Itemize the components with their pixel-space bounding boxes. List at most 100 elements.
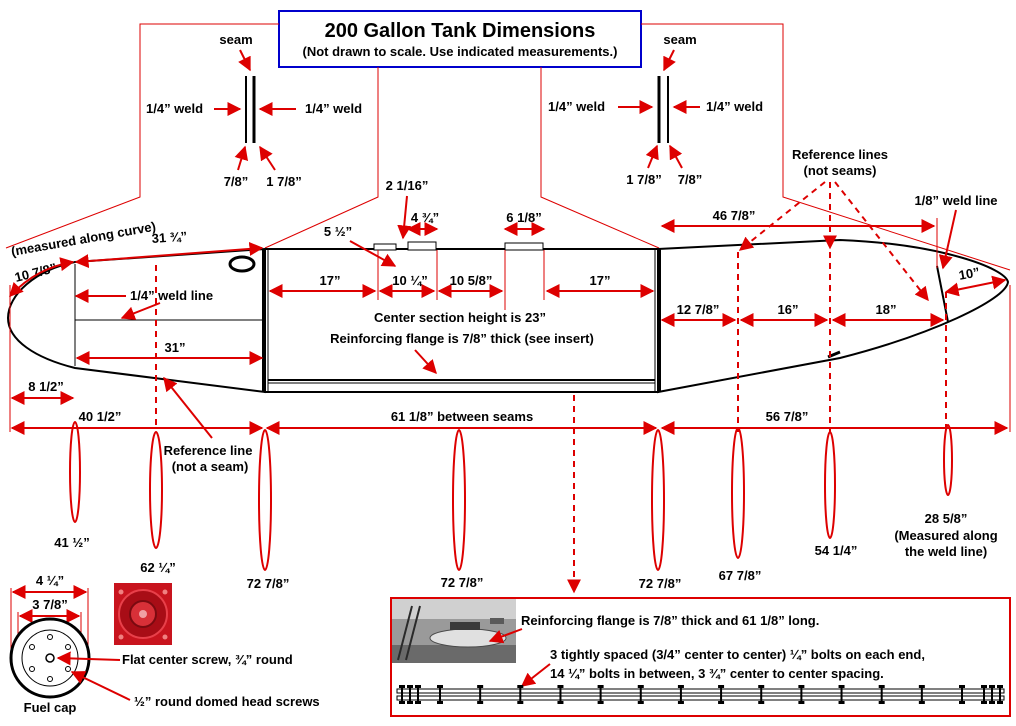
center-screw-note: Flat center screw, ¾” round xyxy=(122,652,293,667)
left-seam-label: seam xyxy=(219,32,252,47)
flange-bolt xyxy=(878,685,885,704)
ring-5 xyxy=(651,429,665,571)
flange-insert: Reinforcing flange is 7/8” thick and 61 … xyxy=(390,597,1011,717)
ring-8 xyxy=(943,424,953,496)
flange-bolt xyxy=(981,685,987,704)
insert-line-1: Reinforcing flange is 7/8” thick and 61 … xyxy=(521,613,819,628)
flange-bolt xyxy=(637,685,644,704)
flange-bolt xyxy=(399,685,405,704)
left-dim-a: 7/8” xyxy=(224,174,249,189)
flange-bolt xyxy=(959,685,965,704)
fitting-a: 2 1/16” xyxy=(386,178,429,193)
domed-screw-note: ½” round domed head screws xyxy=(134,694,320,709)
title-text: 200 Gallon Tank Dimensions xyxy=(325,20,596,42)
ring-1 xyxy=(69,421,81,523)
left-dim-b: 1 7/8” xyxy=(266,174,301,189)
ring-4 xyxy=(452,429,466,571)
fitting-c: 6 1/8” xyxy=(506,210,541,225)
flange-bolt xyxy=(758,685,765,704)
curve-length: 31 ¾” xyxy=(151,229,187,246)
cap-inner: 3 7/8” xyxy=(32,597,67,612)
flange-note: Reinforcing flange is 7/8” thick (see in… xyxy=(330,331,594,346)
right-seg-2: 16” xyxy=(778,302,799,317)
center-screw-icon xyxy=(45,653,55,663)
cap-outer: 4 ¼” xyxy=(36,573,64,588)
curve-note: (measured along curve) xyxy=(10,219,157,259)
ring-7 xyxy=(824,431,836,539)
flange-bolt xyxy=(407,685,413,704)
circ-4: 72 7/8” xyxy=(441,575,484,590)
center-section-dims: 2 1/16” 4 ¾” 6 1/8” 5 ½” 17” 10 ¼” 10 5/… xyxy=(265,178,658,594)
flange-bolt xyxy=(798,685,805,704)
right-dim-a: 1 7/8” xyxy=(626,172,661,187)
right-seam-label: seam xyxy=(663,32,696,47)
cap-label: Fuel cap xyxy=(24,700,77,715)
circ-7: 54 1/4” xyxy=(815,543,858,558)
flange-bolt xyxy=(997,685,1003,704)
right-top-len: 46 7/8” xyxy=(713,208,756,223)
fuel-cap-detail: 4 ¼” 3 7/8” Fuel cap Flat center screw, … xyxy=(9,573,320,715)
left-detail-box xyxy=(5,23,379,249)
circ-8: 28 5/8” xyxy=(925,511,968,526)
left-weld-line: 1/4” weld line xyxy=(130,288,213,303)
fitting-b: 4 ¾” xyxy=(411,210,439,225)
center-span-3: 10 5/8” xyxy=(450,273,493,288)
flange-bolt xyxy=(989,685,995,704)
nose-length: 8 1/2” xyxy=(28,379,63,394)
flange-bolt xyxy=(477,685,484,704)
fitting-d: 5 ½” xyxy=(324,224,352,239)
flange-bolts xyxy=(399,685,1003,704)
insert-line-2: 3 tightly spaced (3/4” center to center)… xyxy=(550,647,925,662)
circ-1: 41 ½” xyxy=(54,535,89,550)
flange-bolt xyxy=(557,685,564,704)
right-weld-left: 1/4” weld xyxy=(548,99,605,114)
right-section-dims: Reference lines (not seams) 1/8” weld li… xyxy=(660,147,1011,435)
flange-bolt xyxy=(918,685,925,704)
right-weld-right: 1/4” weld xyxy=(706,99,763,114)
ring-2 xyxy=(149,431,163,549)
fuel-cap-photo xyxy=(114,583,172,645)
fill-cap-icon xyxy=(228,255,256,273)
left-seam-detail: seam 1/4” weld 1/4” weld 7/8” 1 7/8” xyxy=(146,32,362,189)
right-weld-line: 1/8” weld line xyxy=(914,193,997,208)
circ-2: 62 ¼” xyxy=(140,560,175,575)
flange-bolt xyxy=(517,685,524,704)
center-span-1: 17” xyxy=(320,273,341,288)
insert-line-3: 14 ¼” bolts in between, 3 ¾” center to c… xyxy=(550,666,884,681)
subtitle-text: (Not drawn to scale. Use indicated measu… xyxy=(303,44,618,59)
right-ref-title-2: (not seams) xyxy=(804,163,877,178)
circ-3: 72 7/8” xyxy=(247,576,290,591)
center-span-2: 10 ¼” xyxy=(392,273,427,288)
circ-5: 72 7/8” xyxy=(639,576,682,591)
insert-photo xyxy=(392,599,516,663)
circumference-labels: 41 ½” 62 ¼” 72 7/8” 72 7/8” 72 7/8” 67 7… xyxy=(54,511,997,591)
center-span-4: 17” xyxy=(590,273,611,288)
height-note: Center section height is 23” xyxy=(374,310,546,325)
circ-6: 67 7/8” xyxy=(719,568,762,583)
title-box: 200 Gallon Tank Dimensions (Not drawn to… xyxy=(278,10,642,68)
circ-8-note-2: the weld line) xyxy=(905,544,987,559)
left-ref-len: 31” xyxy=(165,340,186,355)
ring-6 xyxy=(731,427,745,559)
flange-bolt xyxy=(718,685,725,704)
left-total: 40 1/2” xyxy=(79,409,122,424)
flange-bolt xyxy=(437,685,443,704)
right-tail-len: 10” xyxy=(958,264,981,282)
right-seam-detail: seam 1/4” weld 1/4” weld 1 7/8” 7/8” xyxy=(548,32,763,187)
left-weld-left: 1/4” weld xyxy=(146,101,203,116)
between-seams: 61 1/8” between seams xyxy=(391,409,533,424)
flange-bolt xyxy=(597,685,604,704)
right-seg-1: 12 7/8” xyxy=(677,302,720,317)
left-weld-right: 1/4” weld xyxy=(305,101,362,116)
flange-bolt xyxy=(415,685,421,704)
left-ref-label-1: Reference line xyxy=(164,443,253,458)
circ-8-note-1: (Measured along xyxy=(894,528,997,543)
right-seg-3: 18” xyxy=(876,302,897,317)
right-total: 56 7/8” xyxy=(766,409,809,424)
ring-3 xyxy=(258,429,272,571)
circumference-rings xyxy=(69,421,953,571)
right-dim-b: 7/8” xyxy=(678,172,703,187)
flange-bolt xyxy=(677,685,684,704)
